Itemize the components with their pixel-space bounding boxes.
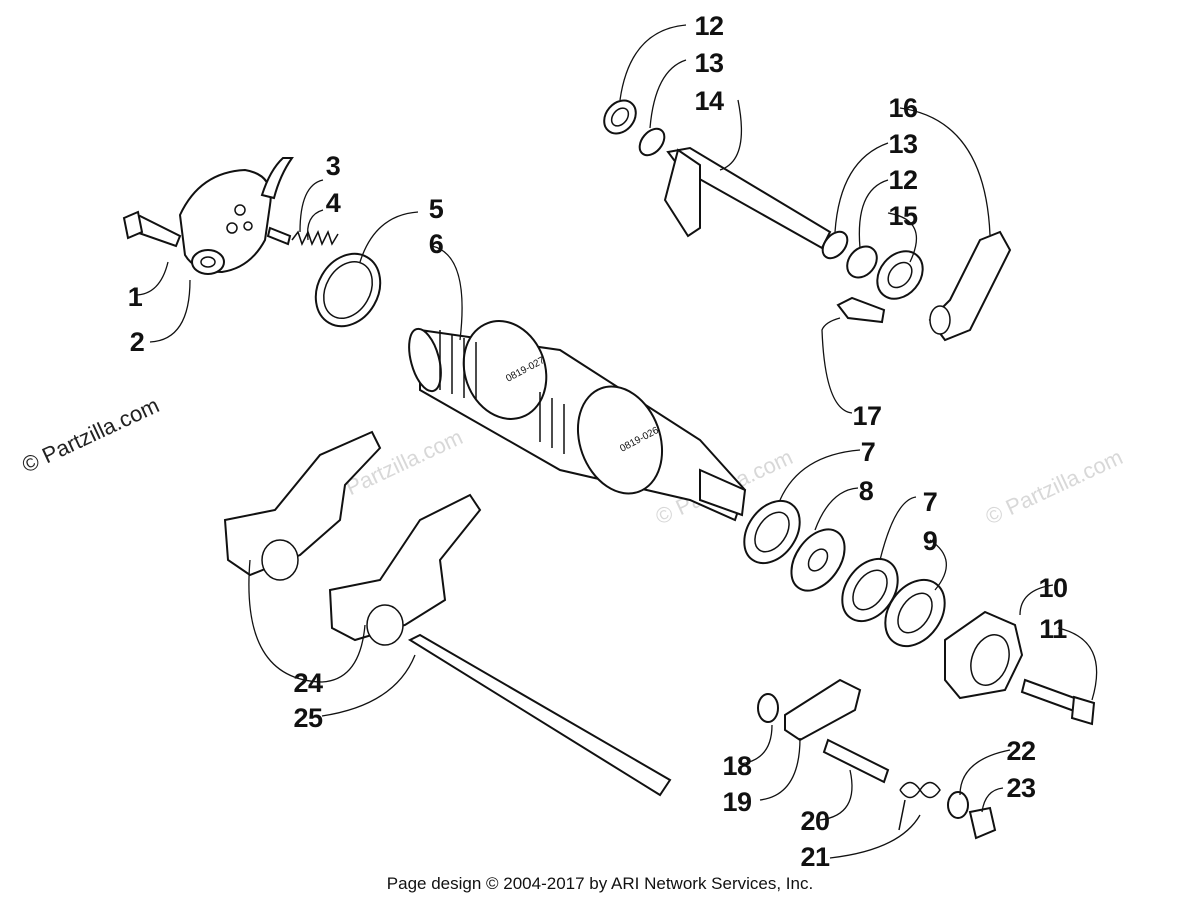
watermark: © Partzilla.com	[982, 444, 1127, 529]
callout-18: 18	[722, 751, 752, 781]
callout-20: 20	[800, 806, 829, 836]
segment-bolt	[1020, 678, 1096, 726]
washer-12a	[603, 99, 637, 135]
callout-21: 21	[800, 842, 830, 872]
callout-17: 17	[852, 401, 881, 431]
washer-22	[947, 791, 969, 819]
callout-8: 8	[859, 476, 874, 506]
shift-drum: 0819-027 0819-026	[408, 320, 747, 522]
shift-arm-16	[928, 230, 1012, 342]
detent-spring	[291, 230, 339, 246]
callout-13b: 13	[888, 129, 918, 159]
callout-6: 6	[429, 229, 444, 259]
spring-washer-8	[790, 528, 846, 592]
callout-labels: 1 2 3 4 5 6 7 8 7 9 10 11 12 13 14 16 13…	[128, 11, 1068, 872]
circlip-13b	[821, 230, 849, 260]
washer-7b	[841, 557, 899, 623]
shift-shaft	[663, 146, 832, 250]
shift-fork-b	[328, 493, 482, 646]
callout-9: 9	[923, 526, 938, 556]
callout-12a: 12	[694, 11, 723, 41]
gear-position-switch	[178, 157, 294, 275]
callout-23: 23	[1006, 773, 1036, 803]
washer-18	[757, 693, 779, 723]
callout-19: 19	[722, 787, 752, 817]
callout-16: 16	[888, 93, 918, 123]
callout-2: 2	[130, 327, 145, 357]
callout-15: 15	[888, 201, 918, 231]
stopper-bolt-20	[822, 738, 890, 784]
thrust-washer	[314, 252, 382, 328]
washer-12b	[846, 245, 878, 279]
bearing-15	[876, 250, 924, 300]
shift-drum-segment	[944, 610, 1024, 700]
nut-23	[968, 806, 997, 840]
circlip-13a	[638, 127, 666, 157]
callout-22: 22	[1006, 736, 1035, 766]
washer-7a	[743, 499, 801, 565]
detent-pin	[266, 226, 292, 246]
callout-25: 25	[293, 703, 323, 733]
leader-lines	[134, 24, 1098, 859]
callout-7a: 7	[861, 437, 876, 467]
callout-3: 3	[326, 151, 341, 181]
callout-13a: 13	[694, 48, 724, 78]
washer-9	[884, 578, 946, 648]
callout-1: 1	[128, 282, 143, 312]
callout-10: 10	[1038, 573, 1067, 603]
callout-14: 14	[694, 86, 724, 116]
switch-bolt	[122, 210, 182, 248]
arm-bolt-17	[836, 296, 886, 324]
callout-24: 24	[293, 668, 323, 698]
callout-5: 5	[429, 194, 444, 224]
fork-rod	[407, 633, 672, 797]
callout-7b: 7	[923, 487, 938, 517]
callout-12b: 12	[888, 165, 917, 195]
return-spring-21	[898, 781, 941, 831]
callout-4: 4	[326, 188, 341, 218]
stopper-lever-19	[784, 678, 862, 742]
page-footer: Page design © 2004-2017 by ARI Network S…	[386, 874, 814, 893]
callout-11: 11	[1039, 614, 1067, 644]
shift-fork-a	[223, 430, 382, 581]
